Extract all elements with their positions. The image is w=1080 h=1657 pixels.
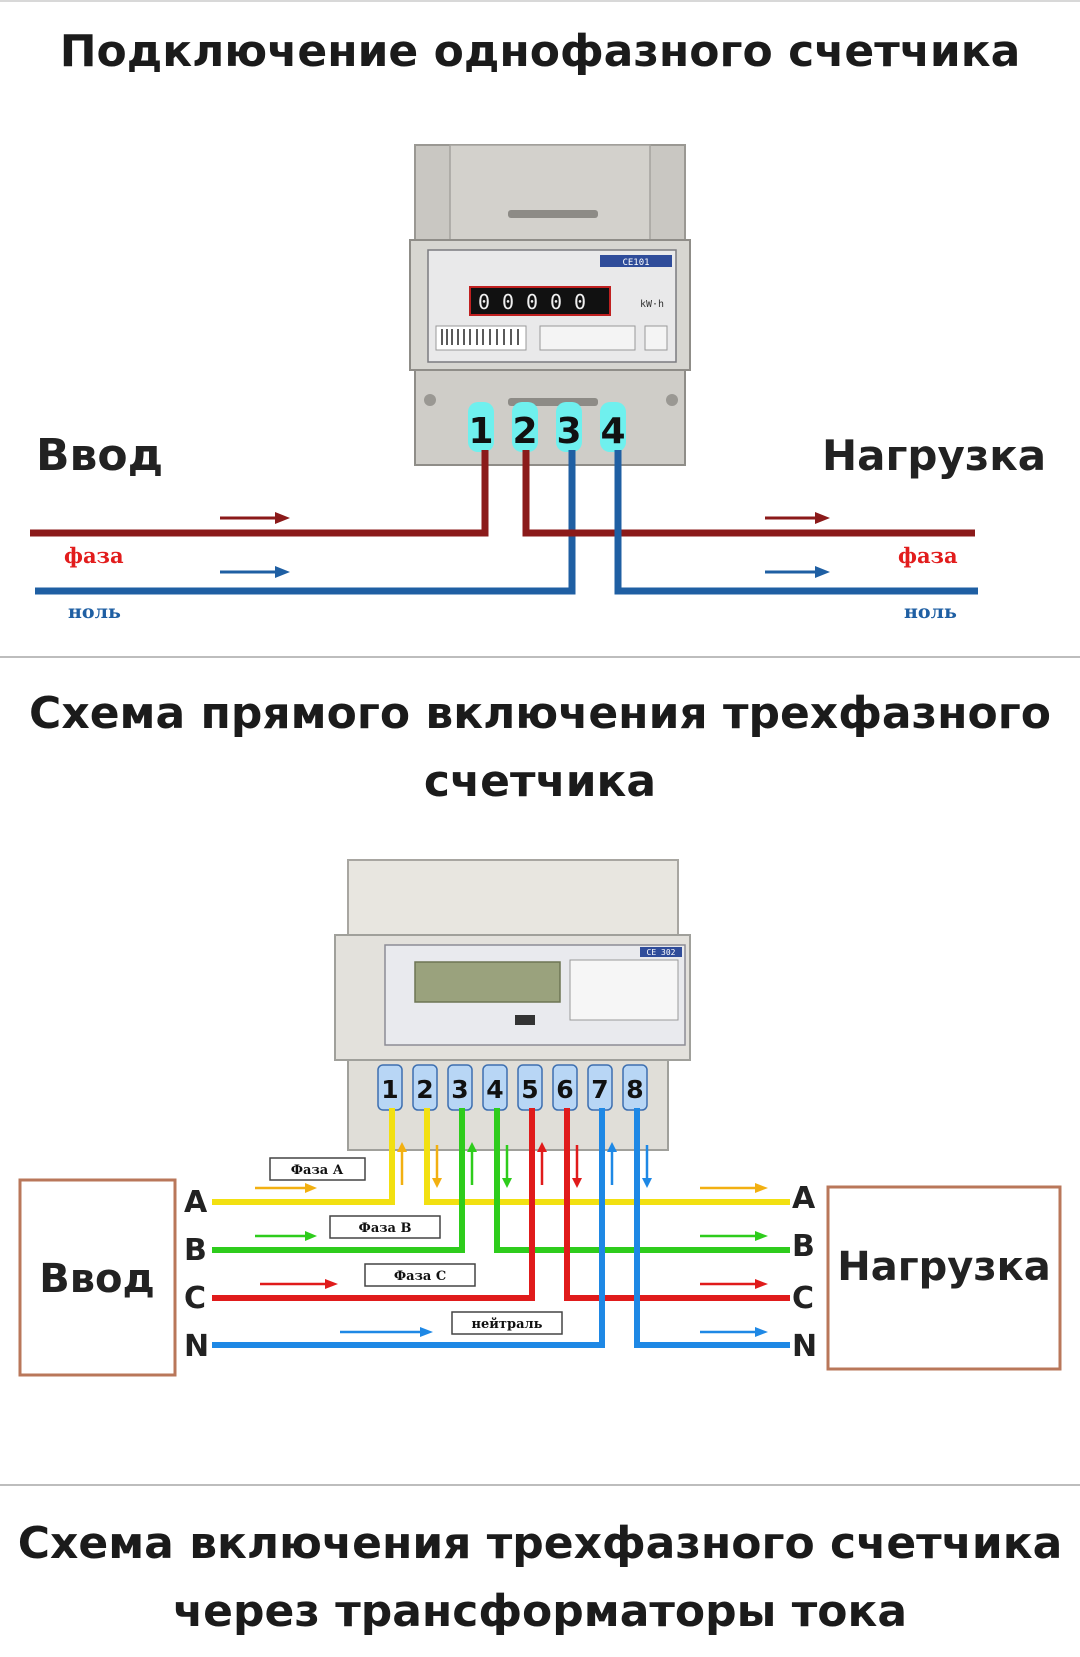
- wire-n-load: [634, 1108, 790, 1348]
- phase-wire-load: [522, 450, 975, 537]
- input-box: [18, 1178, 177, 1377]
- terminal-label: 8: [626, 1075, 643, 1104]
- phase-tags: Фаза А Фаза В Фаза С нейтраль: [269, 1157, 563, 1335]
- wire-a-load: [424, 1108, 790, 1205]
- three-phase-meter: CE 302: [334, 859, 691, 1151]
- three-phase-wires: [212, 1108, 790, 1348]
- line-letter: C: [184, 1281, 206, 1316]
- terminal-label: 1: [381, 1075, 398, 1104]
- line-letter: B: [792, 1229, 815, 1264]
- meter-display-digits: 0 0 0 0 0: [478, 290, 586, 314]
- meter-brand: CE101: [622, 258, 649, 268]
- display-digit: 0: [550, 290, 562, 314]
- section-title-single-phase: Подключение однофазного счетчика: [59, 26, 1021, 77]
- wire-b-load: [494, 1108, 790, 1253]
- neutral-label-left: ноль: [68, 601, 121, 623]
- terminal-flow-arrows: [397, 1142, 652, 1188]
- flow-arrows: [220, 512, 830, 578]
- line-letter: B: [184, 1233, 207, 1268]
- line-letters-right: A B C N: [792, 1181, 817, 1364]
- wire-a-input: [212, 1108, 395, 1205]
- single-phase-meter: CE101 0 0 0 0 0 kW·h: [409, 144, 691, 466]
- display-unit: kW·h: [640, 299, 664, 310]
- line-flow-arrows: [255, 1183, 768, 1337]
- terminal-label: 3: [556, 411, 581, 452]
- single-phase-terminals: 1 2 3 4: [468, 402, 626, 452]
- display-digit: 0: [502, 290, 514, 314]
- terminal-label: 2: [512, 411, 537, 452]
- line-letter: N: [792, 1329, 817, 1364]
- tag-phase-a: Фаза А: [291, 1163, 344, 1178]
- single-phase-wires: [30, 450, 978, 595]
- line-letter: C: [792, 1281, 814, 1316]
- meter-brand: CE 302: [647, 948, 676, 957]
- line-letter: N: [184, 1329, 209, 1364]
- section-divider: [0, 1484, 1080, 1486]
- phase-label-right: фаза: [898, 543, 958, 568]
- section-divider: [0, 656, 1080, 658]
- section-title-three-phase-transformer: Схема включения трехфазного счетчика чер…: [17, 1518, 1063, 1637]
- display-digit: 0: [478, 290, 490, 314]
- neutral-label-right: ноль: [904, 601, 957, 623]
- input-label: Ввод: [36, 430, 163, 481]
- tag-phase-b: Фаза В: [359, 1221, 412, 1236]
- terminal-label: 1: [468, 411, 493, 452]
- load-label: Нагрузка: [837, 1244, 1050, 1290]
- display-digit: 0: [574, 290, 586, 314]
- terminal-label: 5: [521, 1075, 538, 1104]
- tag-phase-c: Фаза С: [394, 1269, 446, 1284]
- wire-c-load: [564, 1108, 790, 1301]
- line-letter: A: [792, 1181, 816, 1216]
- line-letter: A: [184, 1185, 208, 1220]
- wire-c-input: [212, 1108, 535, 1301]
- phase-wire-input: [30, 450, 489, 537]
- three-phase-direct-diagram: CE 302 1 2 3 4 5 6 7 8: [18, 859, 1062, 1377]
- tag-neutral: нейтраль: [472, 1317, 543, 1332]
- phase-label-left: фаза: [64, 543, 124, 568]
- terminal-label: 4: [600, 411, 625, 452]
- terminal-label: 7: [591, 1075, 608, 1104]
- wire-n-input: [212, 1108, 605, 1348]
- input-label: Ввод: [39, 1256, 155, 1302]
- terminal-label: 3: [451, 1075, 468, 1104]
- terminal-label: 4: [486, 1075, 503, 1104]
- neutral-wire-input: [35, 450, 576, 595]
- load-label: Нагрузка: [822, 431, 1046, 480]
- wire-b-input: [212, 1108, 465, 1253]
- display-digit: 0: [526, 290, 538, 314]
- line-letters-left: A B C N: [184, 1185, 209, 1364]
- top-border: [0, 0, 1080, 2]
- single-phase-diagram: CE101 0 0 0 0 0 kW·h 1: [30, 144, 1046, 623]
- terminal-label: 2: [416, 1075, 433, 1104]
- neutral-wire-load: [614, 450, 978, 595]
- section-title-three-phase-direct: Схема прямого включения трехфазного счет…: [29, 688, 1051, 807]
- terminal-label: 6: [556, 1075, 573, 1104]
- load-box: [826, 1185, 1062, 1371]
